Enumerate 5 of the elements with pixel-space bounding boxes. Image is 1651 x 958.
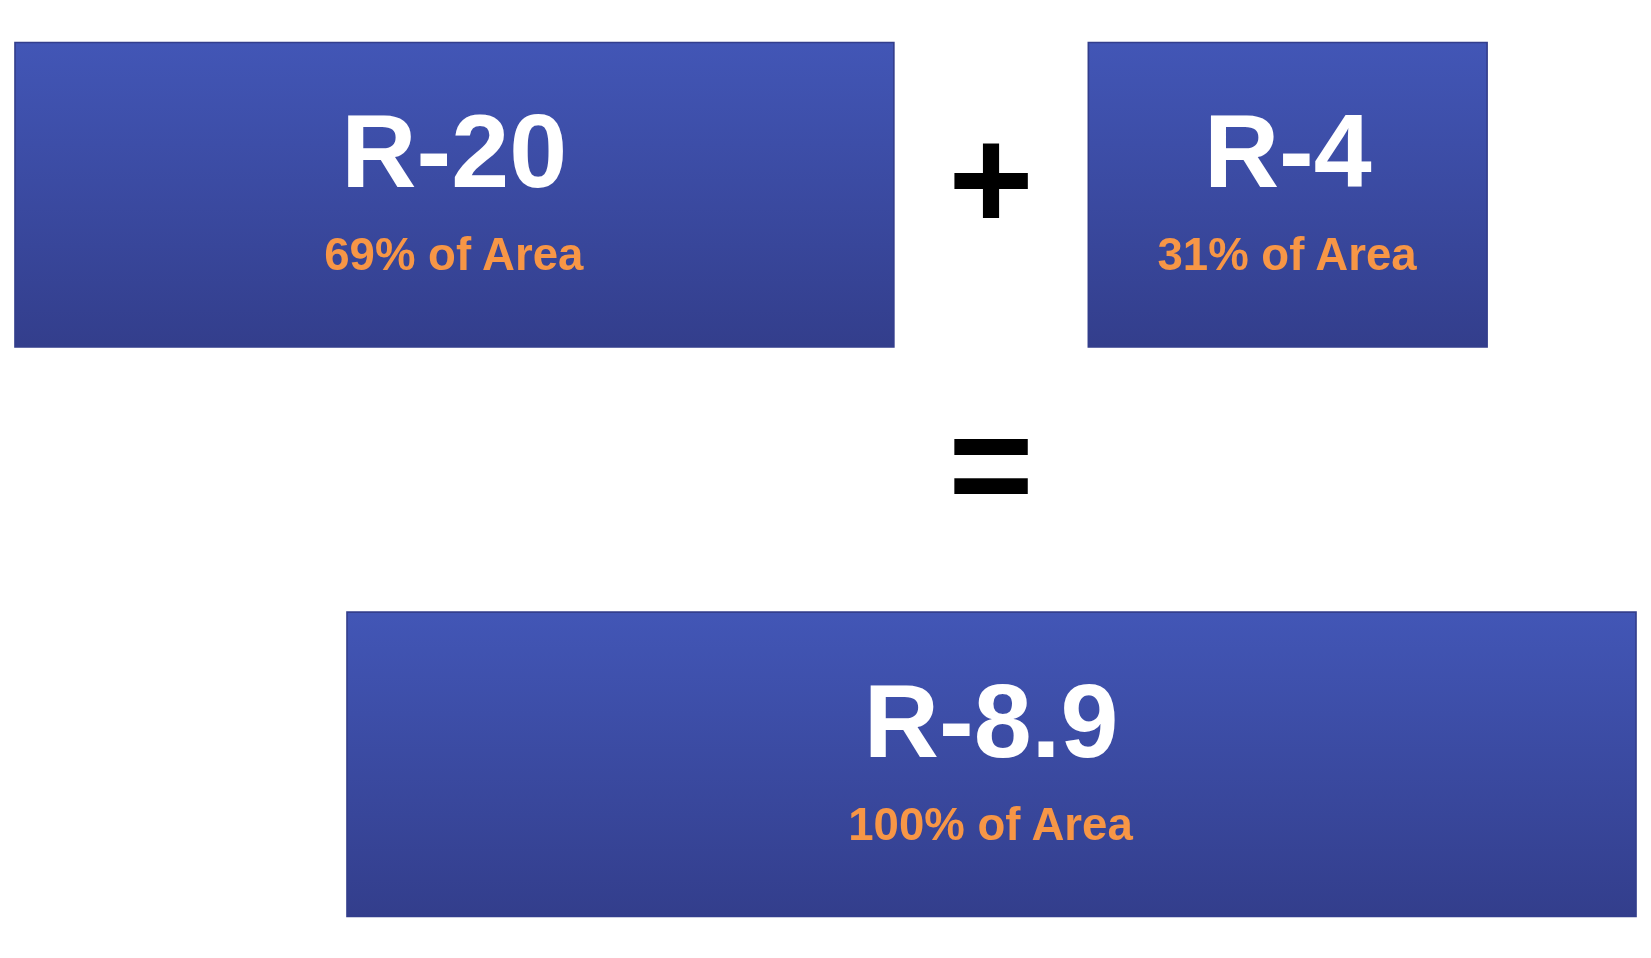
node-box: R-4 31% of Area (1087, 41, 1488, 348)
node-box: R-8.9 100% of Area (346, 610, 1637, 917)
label: + (948, 96, 1034, 261)
node-box: R-20 69% of Area (14, 41, 895, 348)
label: = (948, 380, 1034, 545)
